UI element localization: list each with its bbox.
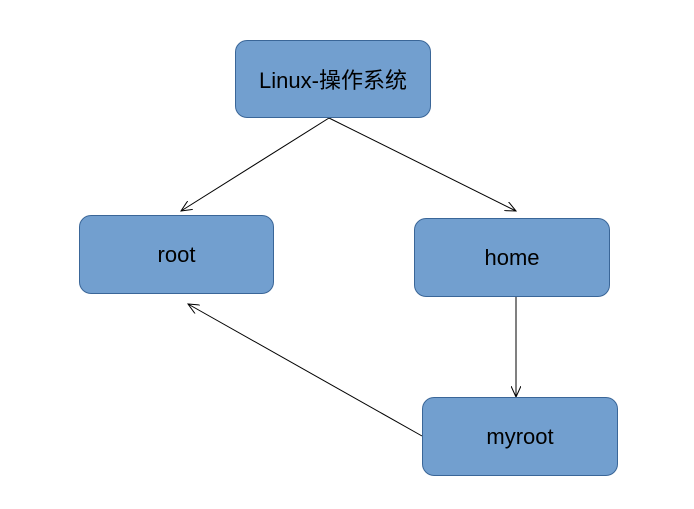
edge-myroot-to-root	[188, 304, 423, 437]
node-root: root	[79, 215, 274, 294]
node-label: home	[484, 244, 540, 270]
node-linux-os: Linux-操作系统	[235, 40, 431, 118]
edge-linux-to-root	[181, 117, 330, 211]
node-label: root	[157, 241, 196, 267]
node-label: Linux-操作系统	[259, 68, 407, 93]
edge-linux-to-home	[328, 117, 516, 211]
node-home: home	[414, 218, 610, 297]
node-label: myroot	[486, 423, 554, 449]
node-myroot: myroot	[422, 397, 618, 476]
